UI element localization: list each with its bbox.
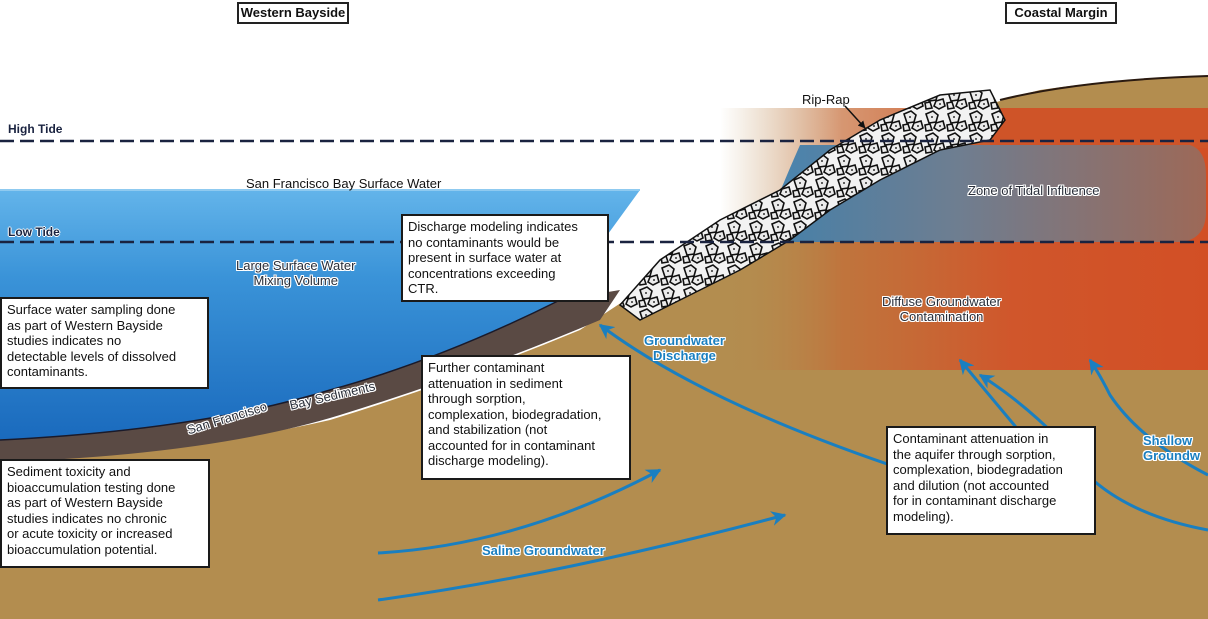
sediment-water-boundary [0,299,561,441]
high-tide-label: High Tide [8,122,63,136]
diffuse-contamination-label: Diffuse Groundwater Contamination [882,294,1001,324]
rip-rap [618,89,1006,321]
surface-water-label: San Francisco Bay Surface Water [246,176,442,191]
surface-sampling-callout: Surface water sampling done as part of W… [0,297,209,389]
mixing-volume-label: Large Surface Water Mixing Volume [236,258,356,288]
tidal-zone-label: Zone of Tidal Influence [968,183,1100,198]
rip-rap-label: Rip-Rap [802,92,850,107]
sediment-attenuation-callout: Further contaminant attenuation in sedim… [421,355,631,480]
low-tide-label: Low Tide [8,225,60,239]
bay-sediments [0,290,620,462]
shallow-groundwater-label: Shallow Groundw [1143,433,1201,463]
shallow-groundwater-arrow-3 [1088,358,1208,477]
coastal-margin-title: Coastal Margin [1005,2,1117,24]
rip-rap-leader-arrow [844,105,866,129]
aquifer-attenuation-callout: Contaminant attenuation in the aquifer t… [886,426,1096,535]
groundwater-discharge-label: Groundwater Discharge [644,333,725,363]
saline-groundwater-label: Saline Groundwater [482,543,605,558]
saline-groundwater-arrow-2 [377,511,787,602]
ground-surface-line [999,75,1208,101]
groundwater-discharge-arrow [598,323,891,467]
sediment-toxicity-callout: Sediment toxicity and bioaccumulation te… [0,459,210,568]
saline-groundwater-arrow-1 [377,468,662,555]
western-bayside-title: Western Bayside [237,2,349,24]
discharge-modeling-callout: Discharge modeling indicates no contamin… [401,214,609,302]
